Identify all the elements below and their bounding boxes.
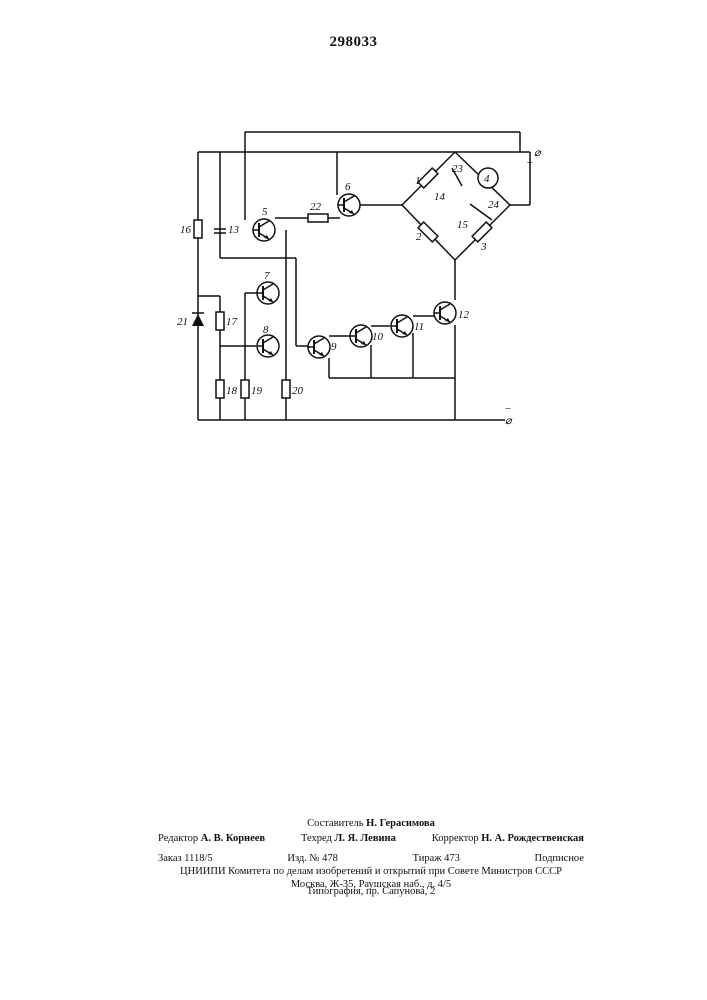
resistor-17 (216, 312, 224, 330)
editor-label: Редактор (158, 833, 198, 844)
resistor-20 (282, 380, 290, 398)
label-5: 5 (262, 206, 268, 218)
label-8: 8 (263, 324, 269, 336)
label-17: 17 (226, 316, 238, 328)
terminal-plus-sign: + (526, 157, 533, 169)
terminal-minus-symbol: ⌀ (505, 415, 513, 427)
label-20: 20 (292, 385, 304, 397)
label-19: 19 (251, 385, 263, 397)
resistor-22 (308, 214, 328, 222)
component-labels: 1 2 3 4 5 6 7 8 9 10 11 12 13 14 15 16 1… (177, 163, 500, 397)
label-15: 15 (457, 219, 469, 231)
bridge-arm-3 (472, 222, 492, 242)
bridge-arm-1 (418, 168, 438, 188)
transistor-7 (257, 282, 279, 304)
resistor-19 (241, 380, 249, 398)
transistor-11 (391, 315, 413, 337)
order-number: Заказ 1118/5 (158, 853, 213, 864)
label-1: 1 (415, 175, 421, 187)
compiler-name: Н. Герасимова (366, 818, 435, 829)
transistor-10 (350, 325, 372, 347)
label-16: 16 (180, 224, 192, 236)
label-3: 3 (480, 241, 487, 253)
label-2: 2 (416, 231, 422, 243)
label-12: 12 (458, 309, 470, 321)
transistor-6 (338, 194, 360, 216)
edition-number: Изд. № 478 (287, 853, 338, 864)
label-22: 22 (310, 201, 322, 213)
techred-name: Л. Я. Левина (335, 833, 396, 844)
subscription-note: Подписное (535, 853, 584, 864)
techred-label: Техред (301, 833, 332, 844)
label-24: 24 (488, 199, 500, 211)
print-run: Тираж 473 (413, 853, 460, 864)
label-4: 4 (484, 173, 490, 185)
label-11: 11 (414, 321, 424, 333)
terminal-plus-symbol: ⌀ (534, 147, 542, 159)
label-21: 21 (177, 316, 188, 328)
corrector-name: Н. А. Рождественская (481, 833, 584, 844)
label-18: 18 (226, 385, 238, 397)
label-7: 7 (264, 270, 270, 282)
transistor-9 (308, 336, 330, 358)
label-10: 10 (372, 331, 384, 343)
transistor-8 (257, 335, 279, 357)
compiler-label: Составитель (307, 818, 363, 829)
label-13: 13 (228, 224, 240, 236)
label-6: 6 (345, 181, 351, 193)
zener-diode-21 (192, 313, 204, 326)
transistor-12 (434, 302, 456, 324)
editor-name: А. В. Корнеев (201, 833, 265, 844)
transistor-5 (253, 219, 275, 241)
label-9: 9 (331, 341, 337, 353)
institute-line: ЦНИИПИ Комитета по делам изобретений и о… (158, 866, 584, 877)
resistor-18 (216, 380, 224, 398)
resistor-16 (194, 220, 202, 238)
printing-house: Типография, пр. Сапунова, 2 (158, 886, 584, 897)
label-14: 14 (434, 191, 446, 203)
terminal-minus-sign: − (504, 403, 511, 415)
corrector-label: Корректор (432, 833, 479, 844)
label-23: 23 (452, 163, 464, 175)
